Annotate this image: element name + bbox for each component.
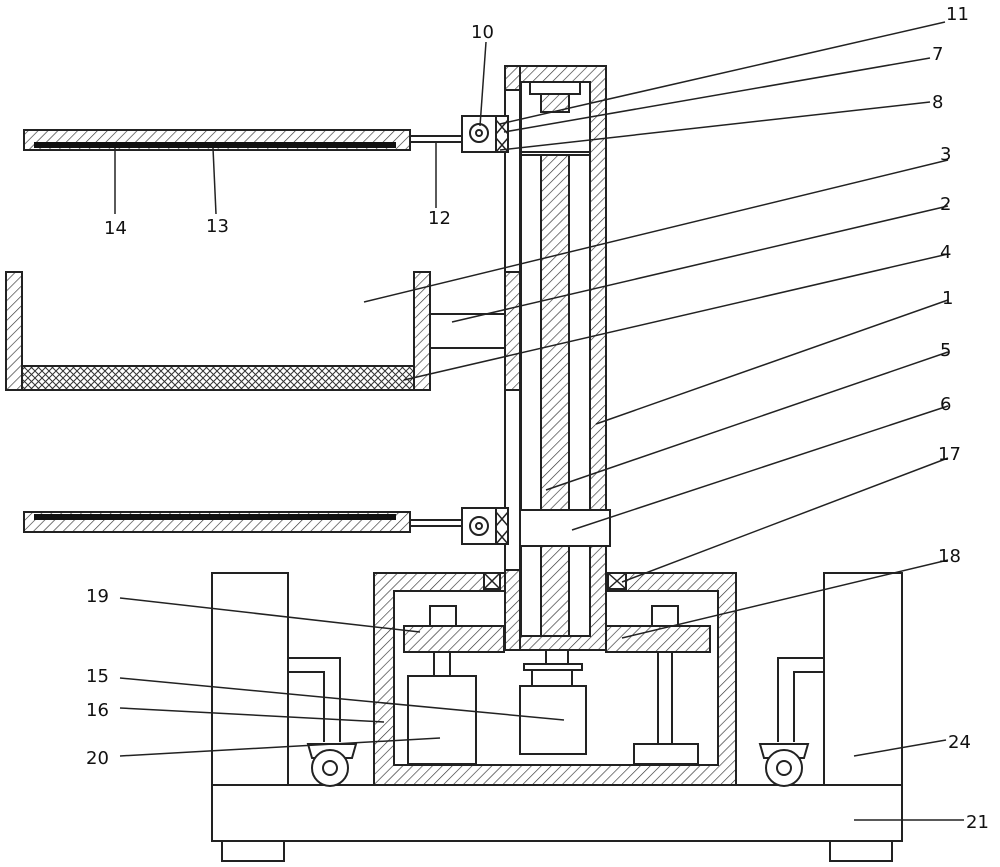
- middle-tray: [5, 271, 505, 391]
- shaft-base: [633, 743, 699, 765]
- strip-14-upper: [34, 142, 396, 148]
- leader-lines: [114, 21, 964, 821]
- motor-15: [519, 685, 587, 755]
- label-16: 16: [86, 700, 109, 721]
- lead-screw-5: [540, 151, 570, 637]
- lower-arm: [23, 507, 509, 545]
- stop-plate: [520, 151, 591, 156]
- label-13: 13: [206, 216, 229, 237]
- label-11: 11: [946, 4, 969, 25]
- slider-6: [507, 509, 611, 547]
- upper-arm: [23, 115, 509, 153]
- label-20: 20: [86, 748, 109, 769]
- caster-right: [758, 657, 824, 787]
- label-10: 10: [471, 22, 494, 43]
- label-5: 5: [940, 340, 951, 361]
- part-labels: 10 11 7 8 3 2 4 1 5 6 17 18 14 13 12 19 …: [86, 4, 989, 833]
- tray-bottom-4: [21, 365, 415, 391]
- foot-right: [829, 840, 893, 862]
- gear-19: [403, 625, 505, 653]
- foot-left: [221, 840, 285, 862]
- rod-12: [409, 135, 463, 143]
- guide-rail: [504, 89, 521, 571]
- screw-cap: [529, 81, 581, 95]
- label-1: 1: [942, 288, 953, 309]
- side-post-left: [211, 572, 289, 786]
- gear-18: [605, 625, 711, 653]
- label-6: 6: [940, 394, 951, 415]
- label-14: 14: [104, 218, 127, 239]
- label-19: 19: [86, 586, 109, 607]
- label-24: 24: [948, 732, 971, 753]
- label-18: 18: [938, 546, 961, 567]
- label-17: 17: [938, 444, 961, 465]
- label-3: 3: [940, 144, 951, 165]
- side-post-right: [823, 572, 903, 786]
- label-4: 4: [940, 242, 951, 263]
- left-drive: [403, 605, 505, 765]
- main-column: [504, 65, 611, 651]
- label-2: 2: [940, 194, 951, 215]
- caster-left: [288, 657, 358, 787]
- rail-block-2: [504, 271, 521, 391]
- motor-20: [407, 675, 477, 765]
- base-plate: [211, 784, 903, 862]
- label-12: 12: [428, 208, 451, 229]
- label-7: 7: [932, 44, 943, 65]
- right-drive: [605, 605, 711, 765]
- label-21: 21: [966, 812, 989, 833]
- label-15: 15: [86, 666, 109, 687]
- label-8: 8: [932, 92, 943, 113]
